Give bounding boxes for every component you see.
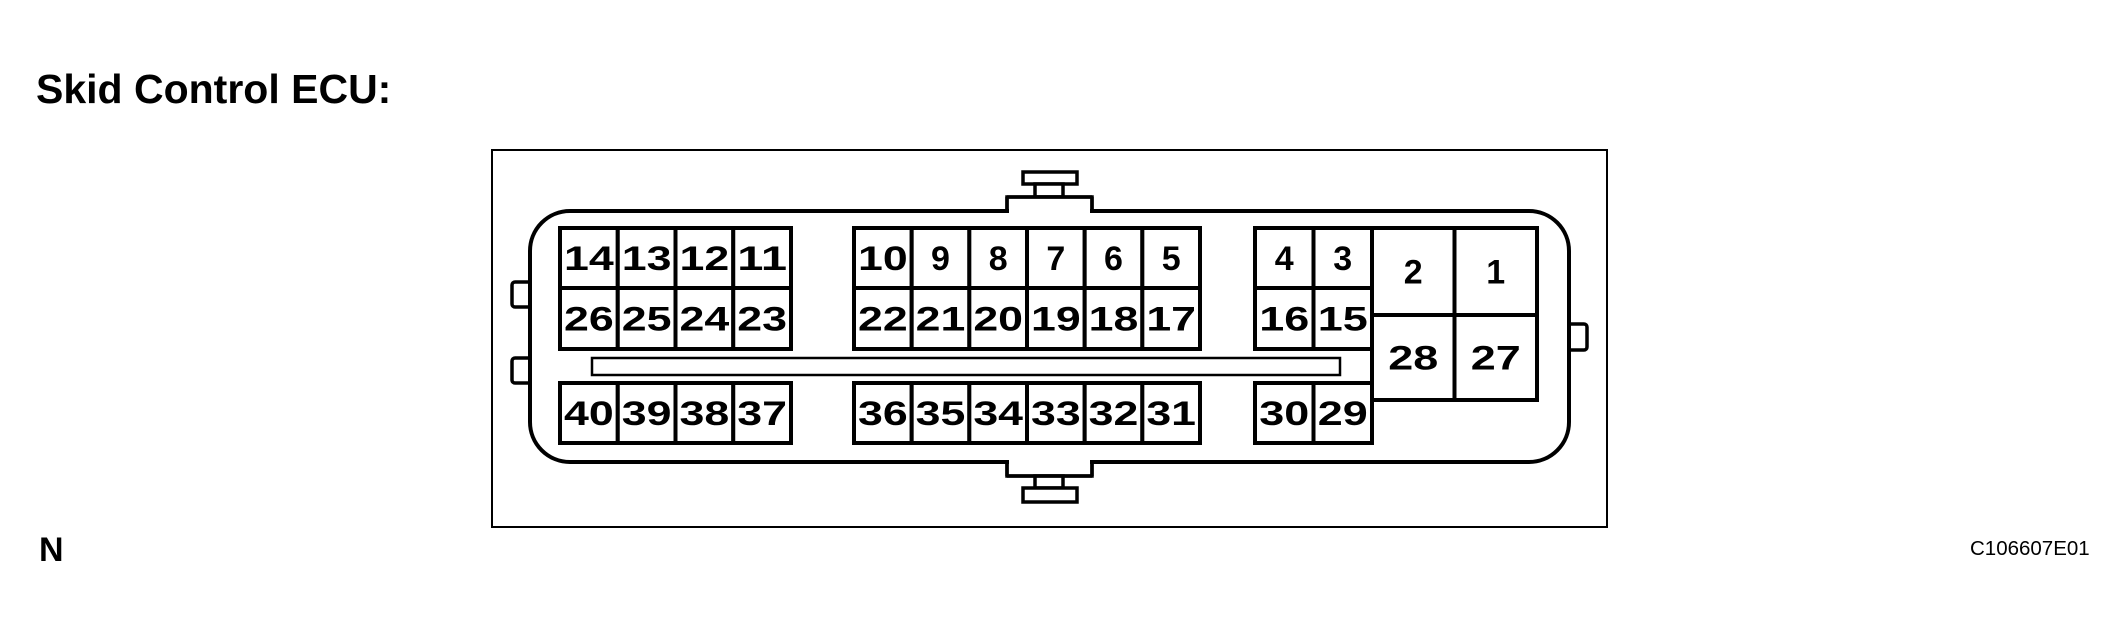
pin-number: 32	[1089, 395, 1139, 433]
pin-number: 26	[564, 301, 614, 339]
pin-number: 22	[858, 301, 908, 339]
pin-number: 14	[564, 240, 614, 278]
pin-number: 3	[1333, 240, 1352, 278]
pin-cell: 27	[1452, 313, 1539, 402]
pin-number: 6	[1104, 240, 1123, 278]
pin-cell: 31	[1140, 381, 1203, 445]
pin-number: 5	[1162, 240, 1181, 278]
pin-cell: 13	[615, 226, 678, 290]
pin-cell: 5	[1140, 226, 1203, 290]
pin-number: 38	[680, 395, 730, 433]
pin-number: 2	[1404, 254, 1423, 292]
orientation-label: N	[39, 531, 64, 569]
figure-code: C106607E01	[1970, 537, 2090, 560]
pin-cell: 29	[1311, 381, 1374, 445]
pin-cell: 6	[1082, 226, 1145, 290]
page-title: Skid Control ECU:	[36, 66, 392, 112]
pin-cell: 22	[852, 286, 914, 351]
pin-number: 28	[1388, 340, 1438, 378]
pin-cell: 15	[1311, 286, 1374, 351]
pin-cell: 20	[967, 286, 1029, 351]
pin-cell: 37	[731, 381, 793, 445]
pin-number: 27	[1471, 340, 1521, 378]
pin-cell: 8	[967, 226, 1029, 290]
pin-number: 7	[1046, 240, 1065, 278]
pin-cell: 26	[558, 286, 620, 351]
pin-cell: 3	[1311, 226, 1374, 290]
pin-cell: 34	[967, 381, 1029, 445]
pin-cell: 33	[1025, 381, 1087, 445]
pin-number: 35	[916, 395, 966, 433]
pin-number: 33	[1031, 395, 1081, 433]
pin-cell: 23	[731, 286, 793, 351]
pin-number: 39	[622, 395, 672, 433]
pin-number: 23	[737, 301, 787, 339]
pin-number: 21	[916, 301, 966, 339]
pin-number: 15	[1318, 301, 1368, 339]
pin-number: 17	[1146, 301, 1196, 339]
pin-cell: 9	[909, 226, 972, 290]
pin-cell: 24	[673, 286, 736, 351]
pin-cell: 38	[673, 381, 736, 445]
pin-number: 16	[1259, 301, 1309, 339]
pin-number: 31	[1146, 395, 1196, 433]
pin-number: 25	[622, 301, 672, 339]
pin-number: 40	[564, 395, 614, 433]
pin-number: 37	[737, 395, 787, 433]
pin-cell: 14	[558, 226, 620, 290]
pin-cell: 36	[852, 381, 914, 445]
pin-number: 29	[1318, 395, 1368, 433]
pin-number: 9	[931, 240, 950, 278]
pin-cell: 19	[1025, 286, 1087, 351]
pin-number: 20	[973, 301, 1023, 339]
pin-number: 4	[1275, 240, 1294, 278]
pin-cell: 21	[909, 286, 972, 351]
pin-cell: 35	[909, 381, 972, 445]
pin-number: 36	[858, 395, 908, 433]
pin-cell: 16	[1253, 286, 1316, 351]
pin-cell: 2	[1370, 226, 1457, 317]
connector-rail	[590, 356, 1342, 377]
pin-number: 10	[858, 240, 908, 278]
pin-cell: 28	[1370, 313, 1457, 402]
pin-number: 19	[1031, 301, 1081, 339]
pin-cell: 1	[1452, 226, 1539, 317]
pin-number: 34	[973, 395, 1023, 433]
pin-cell: 40	[558, 381, 620, 445]
diagram-frame	[491, 149, 1608, 528]
pin-number: 24	[680, 301, 730, 339]
pin-number: 11	[737, 240, 787, 278]
pin-number: 13	[622, 240, 672, 278]
pin-number: 18	[1089, 301, 1139, 339]
pin-number: 12	[680, 240, 730, 278]
pin-cell: 39	[615, 381, 678, 445]
pin-number: 8	[989, 240, 1008, 278]
pin-cell: 25	[615, 286, 678, 351]
pin-cell: 7	[1025, 226, 1087, 290]
pin-cell: 17	[1140, 286, 1203, 351]
pin-number: 30	[1259, 395, 1309, 433]
pin-cell: 32	[1082, 381, 1145, 445]
pin-cell: 10	[852, 226, 914, 290]
pin-cell: 11	[731, 226, 793, 290]
pin-cell: 4	[1253, 226, 1316, 290]
pin-cell: 12	[673, 226, 736, 290]
pin-number: 1	[1486, 254, 1505, 292]
pin-cell: 30	[1253, 381, 1316, 445]
pin-cell: 18	[1082, 286, 1145, 351]
